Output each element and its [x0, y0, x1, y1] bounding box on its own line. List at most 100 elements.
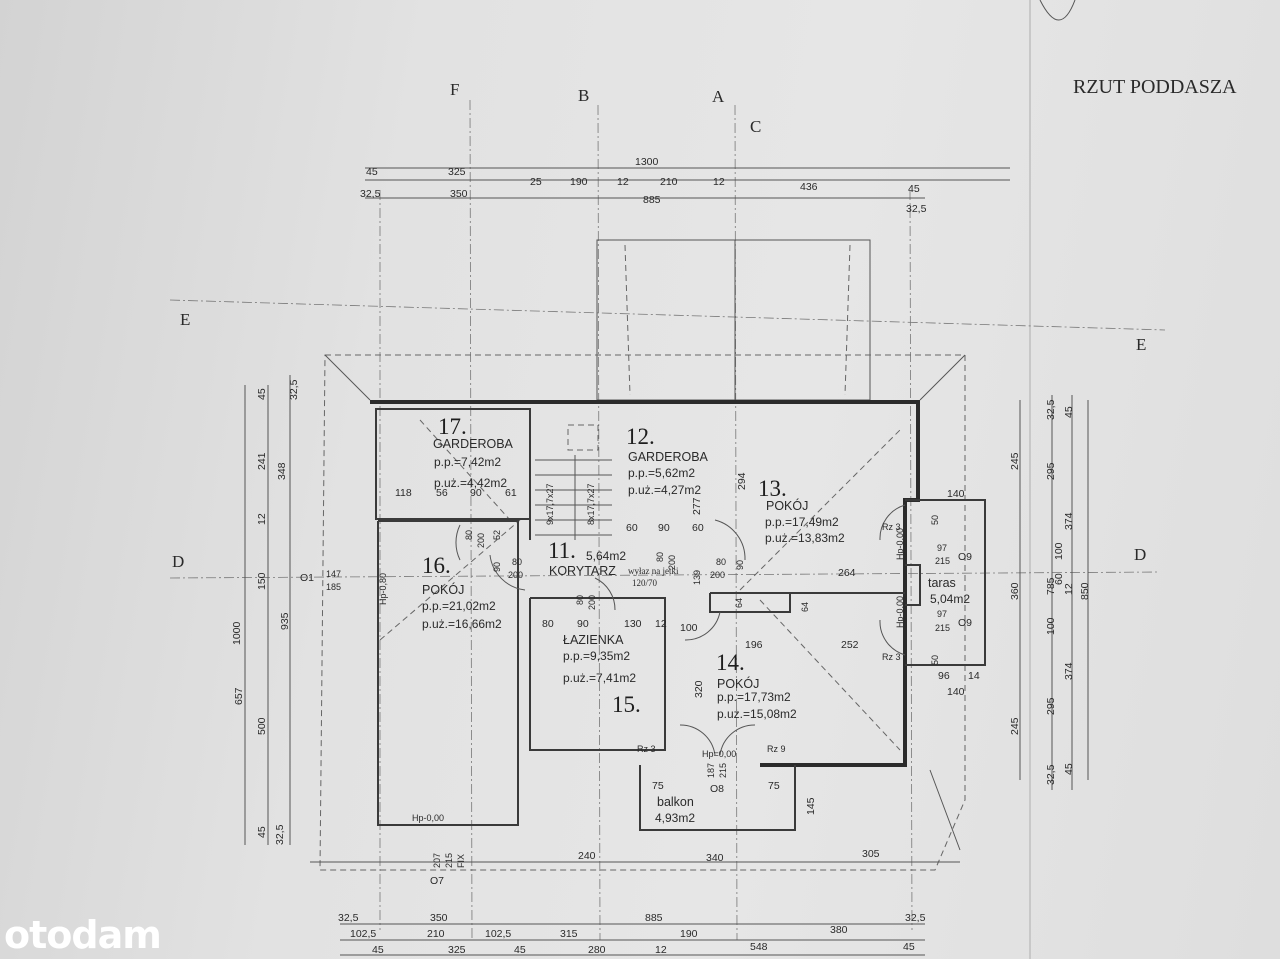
dim: 185 [326, 582, 341, 592]
dim: 25 [530, 176, 542, 188]
level-label: Hp-0,00 [895, 528, 905, 560]
level-label: Hp-0,80 [378, 573, 388, 605]
dim: 100 [1045, 617, 1057, 635]
dim: 50 [930, 515, 940, 525]
dim: 45 [514, 944, 526, 956]
paper-fold [1039, 0, 1076, 21]
section-markers: F B A C E E D D [172, 80, 1146, 571]
dim: 150 [256, 572, 268, 590]
dim: 100 [680, 622, 698, 634]
dim: 45 [1063, 406, 1075, 418]
dim: 295 [1045, 697, 1057, 715]
room-name: GARDEROBA [433, 437, 514, 451]
room-area-total: p.p.=17,73m2 [717, 690, 791, 704]
room-area-total: p.p.=5,62m2 [628, 466, 695, 480]
dim: 64 [800, 602, 810, 612]
room-11-korytarz: 11. 5,64m2 KORYTARZ wyłaz na jetki 120/7… [545, 483, 679, 588]
dim: 102,5 [485, 928, 511, 940]
dim: 80 [512, 557, 522, 567]
dim: 45 [908, 183, 920, 195]
window-label: O8 [710, 783, 724, 795]
window-label: O7 [430, 875, 444, 887]
dim: 200 [710, 570, 725, 580]
dim: 1000 [231, 621, 243, 645]
room-17-garderoba: 17. GARDEROBA p.p.=7,42m2 p.uż.=4,42m2 1… [395, 414, 517, 499]
dim: 80 [575, 595, 585, 605]
lintel-label: Rz 3 [882, 522, 901, 532]
dim: 215 [935, 556, 950, 566]
window-label: O9 [958, 617, 972, 629]
dim: 252 [841, 639, 859, 651]
dim: 325 [448, 944, 466, 956]
room-number: 16. [422, 553, 451, 578]
section-marker-c: C [750, 117, 761, 136]
dim: 340 [706, 852, 724, 864]
dim: 130 [624, 618, 642, 630]
dim: 32,5 [360, 188, 381, 200]
dim: 1300 [635, 156, 659, 168]
dim: 374 [1063, 512, 1075, 530]
dim: 12 [655, 618, 667, 630]
dim: 90 [735, 560, 745, 570]
room-area-usable: p.uż.=7,41m2 [563, 671, 636, 685]
room-14-pokoj: 14. POKÓJ p.p.=17,73m2 p.uż.=15,08m2 196… [716, 522, 901, 754]
section-marker-d-left: D [172, 552, 184, 571]
room-area-total: p.p.=21,02m2 [422, 599, 496, 613]
dim: 80 [716, 557, 726, 567]
room-name: taras [928, 576, 956, 590]
dim: 294 [736, 472, 748, 490]
room-area: 5,04m2 [930, 592, 970, 606]
left-dimensions: 45 241 12 150 500 45 1000 348 657 935 32… [231, 375, 300, 845]
dim: 200 [587, 595, 597, 610]
dim: 12 [655, 944, 667, 956]
dim: 200 [508, 570, 523, 580]
section-marker-d-right: D [1134, 545, 1146, 564]
dim: 12 [1063, 583, 1075, 595]
dim: 60 [626, 522, 638, 534]
dim: 102,5 [350, 928, 376, 940]
dim: 325 [448, 166, 466, 178]
room-area: 5,64m2 [586, 549, 626, 563]
room-number: 17. [438, 414, 467, 439]
lintel-label: Rz 9 [767, 744, 786, 754]
dim: 245 [1009, 717, 1021, 735]
dim: 52 [492, 530, 502, 540]
window-label: O1 [300, 572, 314, 584]
hatch-note: wyłaz na jetki [628, 566, 679, 576]
window-type: FIX [456, 854, 466, 868]
dim: 207 [432, 853, 442, 868]
dim: 350 [450, 188, 468, 200]
dim: 32,5 [906, 203, 927, 215]
dim: 305 [862, 848, 880, 860]
dim: 32,5 [905, 912, 926, 924]
right-dimensions: 32,5 45 245 295 374 100 785 60 12 850 36… [1009, 395, 1091, 790]
dim: 280 [588, 944, 606, 956]
dim: 215 [935, 623, 950, 633]
dim: 45 [256, 826, 268, 838]
dim: 60 [1053, 573, 1065, 585]
level-label: Hp-0,00 [895, 596, 905, 628]
dim: 241 [256, 452, 268, 470]
room-area-total: p.p.=7,42m2 [434, 455, 501, 469]
room-name: POKÓJ [422, 582, 464, 597]
dim: 935 [279, 612, 291, 630]
dim: 12 [256, 513, 268, 525]
balcony: balkon 4,93m2 75 75 145 Hp=0,00 187 215 … [652, 749, 817, 825]
dim: 96 [938, 670, 950, 682]
dim: 80 [655, 552, 665, 562]
dim: 12 [713, 176, 725, 188]
dim: 190 [570, 176, 588, 188]
walls [370, 400, 986, 831]
dim: 436 [800, 181, 818, 193]
dim: 200 [476, 533, 486, 548]
stair-spec: 9x17,7x27 [545, 483, 555, 525]
dim: 32,5 [1045, 399, 1057, 420]
section-marker-e-right: E [1136, 335, 1146, 354]
dim: 75 [652, 780, 664, 792]
dim: 75 [768, 780, 780, 792]
dim: 97 [937, 543, 947, 553]
room-number: 11. [548, 538, 576, 563]
room-number: 15. [612, 692, 641, 717]
